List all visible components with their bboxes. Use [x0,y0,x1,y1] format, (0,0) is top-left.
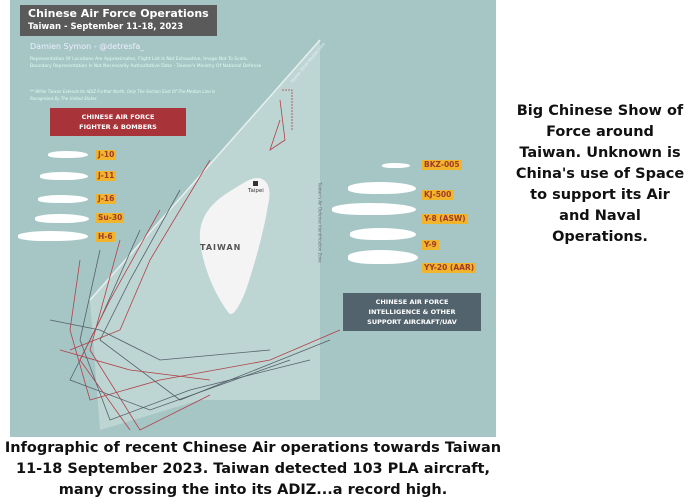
support-box: CHINESE AIR FORCE INTELLIGENCE & OTHER S… [343,293,481,331]
adiz-label: Taiwan's Air Defense Identification Zone [317,182,323,263]
infographic-subtitle: Taiwan - September 11-18, 2023 [28,22,184,32]
taiwan-island [199,178,270,314]
fighter-label: H-6 [96,232,115,242]
city-label: Taipei [248,188,264,194]
fighter-box-line: FIGHTER & BOMBERS [79,123,157,131]
support-label: YY-20 (AAR) [422,263,477,273]
fighter-label: J-16 [96,194,117,204]
h6-silhouette [18,231,88,241]
y8-silhouette [332,203,416,215]
support-label: KJ-500 [422,190,454,200]
support-box-line: INTELLIGENCE & OTHER [368,308,456,316]
bkz005-silhouette [382,163,410,168]
fighter-label: J-11 [96,171,117,181]
title-box: Chinese Air Force Operations Taiwan - Se… [20,5,217,36]
support-label: BKZ-005 [422,160,462,170]
taipei-marker [253,181,258,186]
fighter-box: CHINESE AIR FORCE FIGHTER & BOMBERS [50,108,186,136]
support-box-line: CHINESE AIR FORCE [375,298,449,306]
su30-silhouette [35,214,89,223]
j10-silhouette [48,151,88,158]
map-graphics [49,39,341,431]
yy20-silhouette [348,250,418,264]
side-commentary: Big Chinese Show of Force around Taiwan.… [515,103,685,245]
kj500-silhouette [348,182,416,194]
infographic-title: Chinese Air Force Operations [28,7,209,20]
adiz-note: ** While Taiwan Extends Its ADIZ Further… [30,89,216,101]
j11-silhouette [40,172,88,180]
author-credit: Damien Symon - @detresfa_ [30,42,145,51]
disclaimer: Representation Of Locations Are Approxim… [30,57,262,69]
image-caption: Infographic of recent Chinese Air operat… [4,440,502,498]
j16-silhouette [38,195,88,203]
support-label: Y-9 [422,240,439,250]
fighter-box-line: CHINESE AIR FORCE [81,113,155,121]
y9-silhouette [350,228,416,240]
infographic-map: Chinese Air Force Operations Taiwan - Se… [10,0,496,437]
fighter-label: Su-30 [96,213,125,223]
support-label: Y-8 (ASW) [422,214,468,224]
support-box-line: SUPPORT AIRCRAFT/UAV [367,318,457,326]
flight-paths [49,89,341,431]
fighter-label: J-10 [96,150,117,160]
island-label: TAIWAN [200,243,242,252]
